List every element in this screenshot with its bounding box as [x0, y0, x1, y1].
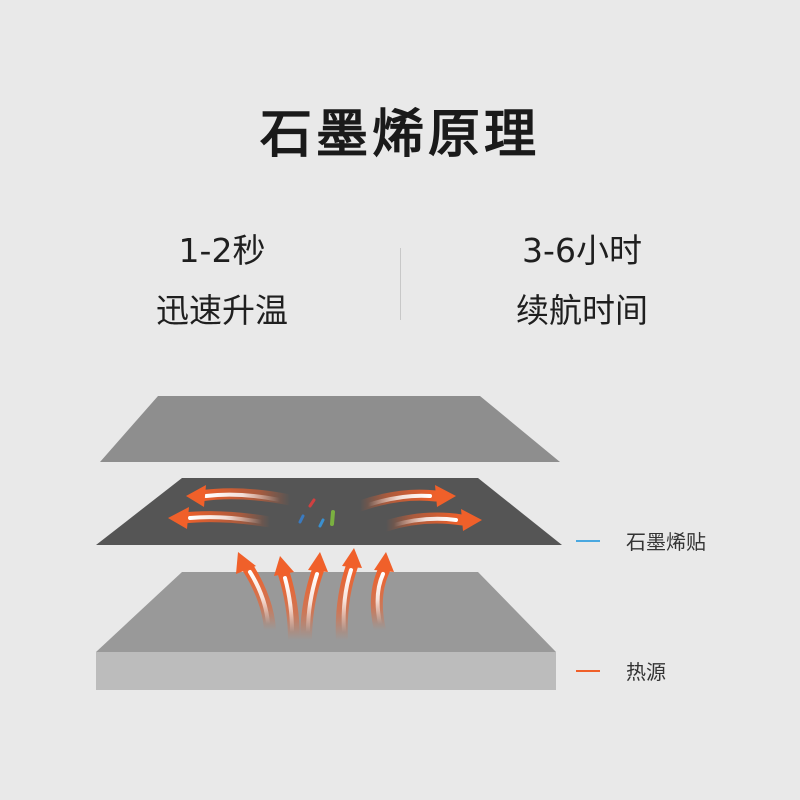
page-title: 石墨烯原理	[259, 105, 540, 165]
legend-heat-source-line	[576, 669, 600, 672]
legend-heat-source-label: 热源	[626, 660, 666, 684]
legend-heat-source: 热源	[576, 656, 666, 685]
heat-spread-arrows	[168, 485, 482, 532]
top-layer	[100, 396, 560, 462]
heat-source-side	[96, 652, 556, 690]
heat-spread-arrow-icon	[354, 485, 456, 512]
heat-rise-arrows	[236, 548, 394, 646]
heat-spread-arrow-icon	[186, 485, 296, 507]
heat-rise-arrow-icon	[274, 556, 300, 646]
stat-heating: 1-2秒 迅速升温	[72, 228, 372, 334]
graphene-particles	[298, 498, 335, 528]
heat-spread-arrow-icon	[168, 507, 276, 529]
graphene-layer	[96, 478, 562, 545]
stat-battery: 3-6小时 续航时间	[432, 228, 732, 334]
heat-rise-arrow-icon	[370, 552, 394, 636]
stat-heating-label: 迅速升温	[156, 291, 288, 330]
legend-graphene-line	[576, 539, 600, 542]
heat-source-top	[96, 572, 556, 652]
legend-graphene: 石墨烯贴	[576, 526, 706, 555]
heat-rise-arrow-icon	[335, 548, 362, 646]
heat-rise-arrow-icon	[236, 552, 276, 636]
stat-heating-value: 1-2秒	[178, 231, 266, 270]
legend-graphene-label: 石墨烯贴	[626, 530, 706, 554]
heat-rise-arrow-icon	[300, 552, 328, 646]
stat-battery-label: 续航时间	[516, 291, 648, 330]
stat-divider	[400, 248, 401, 320]
heat-spread-arrow-icon	[380, 509, 482, 532]
stat-battery-value: 3-6小时	[522, 231, 642, 270]
